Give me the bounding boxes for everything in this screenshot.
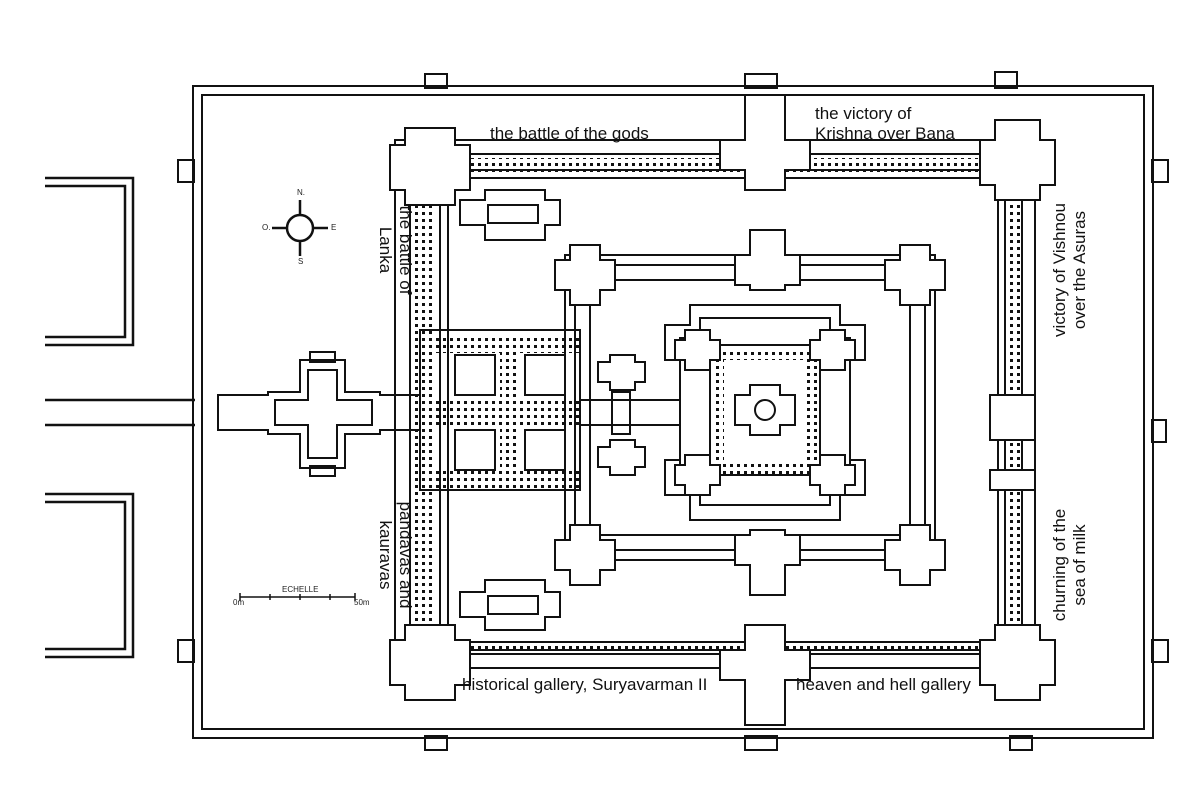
cloister-pillars xyxy=(430,335,580,490)
label-battle-of-the-gods: the battle of the gods xyxy=(490,124,649,143)
label-battle-of-lanka: the battle of Lanka xyxy=(375,195,415,305)
sanctuary-towers xyxy=(674,329,856,496)
compass-west-label: O. xyxy=(262,223,271,232)
scale-bar xyxy=(239,593,356,601)
compass-east-label: E xyxy=(331,223,337,232)
label-victory-of-krishna-line1: the victory of xyxy=(815,104,912,123)
label-churning-of-the-sea: churning of the sea of milk xyxy=(1050,495,1090,635)
compass-south-label: S xyxy=(298,257,304,266)
label-pandavas-and-kauravas: pandavas and kauravas xyxy=(375,490,415,620)
label-victory-of-vishnou-line2: over the Asuras xyxy=(1070,210,1089,330)
label-historical-gallery: historical gallery, Suryavarman II xyxy=(462,675,708,694)
label-victory-of-krishna-line2: Krishna over Bana xyxy=(815,124,955,143)
third-gallery-pillars xyxy=(414,158,1020,654)
label-churning-line1: churning of the xyxy=(1050,508,1069,622)
label-battle-of-lanka-line1: the battle of xyxy=(396,205,415,295)
inner-libraries xyxy=(597,354,646,476)
compass-north-label: N. xyxy=(297,188,305,197)
third-gallery-side-pavilions xyxy=(719,94,1036,726)
scale-end-label: 50m xyxy=(354,598,370,607)
west-causeway-walls xyxy=(45,176,195,659)
label-pandavas-line1: pandavas and xyxy=(396,501,415,609)
outer-enclosure-wall xyxy=(177,71,1169,751)
third-gallery-corner-pavilions xyxy=(389,119,1056,701)
north-library xyxy=(459,189,561,241)
scale-title: ECHELLE xyxy=(282,585,319,594)
label-pandavas-line2: kauravas xyxy=(376,520,395,590)
label-heaven-and-hell-gallery: heaven and hell gallery xyxy=(796,675,971,694)
west-entrance-pavilion xyxy=(217,351,421,477)
south-library xyxy=(459,579,561,631)
label-victory-of-krishna: the victory of Krishna over Bana xyxy=(815,104,955,144)
compass-rose xyxy=(272,200,328,256)
sanctuary-pillars xyxy=(712,348,818,474)
scale-start-label: 0m xyxy=(233,598,245,607)
second-gallery-corner-towers xyxy=(554,229,946,596)
label-battle-of-lanka-line2: Lanka xyxy=(376,226,395,274)
label-victory-of-vishnou: victory of Vishnou over the Asuras xyxy=(1050,185,1090,355)
axial-causeway xyxy=(579,391,681,435)
label-victory-of-vishnou-line1: victory of Vishnou xyxy=(1050,203,1069,337)
label-churning-line2: sea of milk xyxy=(1070,524,1089,606)
